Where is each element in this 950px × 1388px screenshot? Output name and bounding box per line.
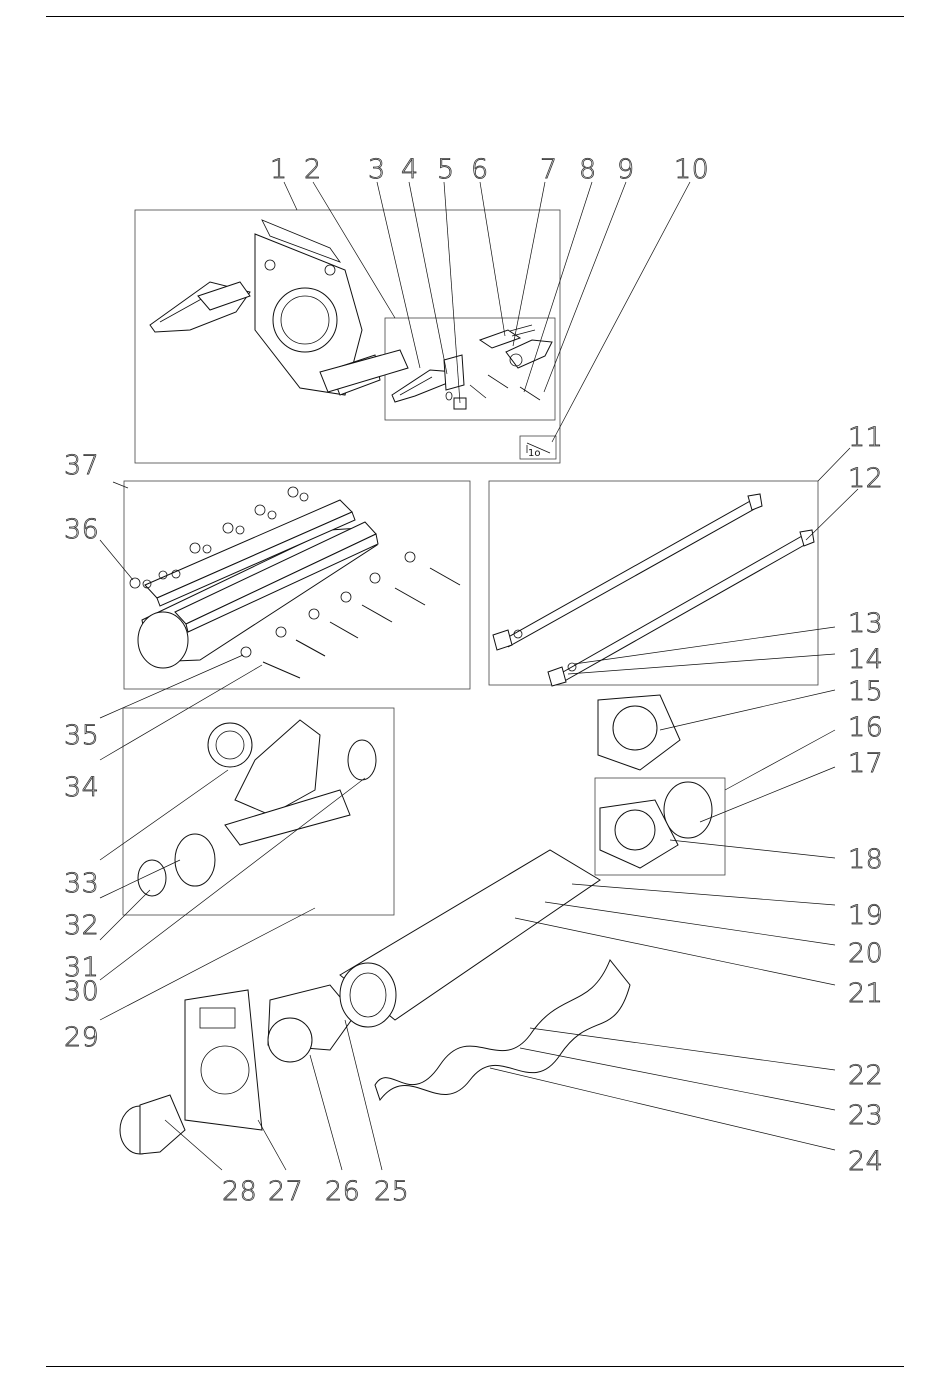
frame-group-2 bbox=[385, 318, 555, 420]
callout-17: 17 bbox=[848, 748, 883, 779]
callout-3: 3 bbox=[368, 154, 386, 185]
callout-37: 37 bbox=[64, 450, 99, 481]
callout-12: 12 bbox=[848, 463, 883, 494]
callout-36: 36 bbox=[64, 514, 99, 545]
callout-27: 27 bbox=[268, 1176, 303, 1207]
callout-29: 29 bbox=[64, 1022, 99, 1053]
callout-18: 18 bbox=[848, 844, 883, 875]
callout-35: 35 bbox=[64, 720, 99, 751]
callout-8: 8 bbox=[579, 154, 597, 185]
flanges-seals bbox=[268, 695, 712, 1062]
bracket-coupling bbox=[120, 990, 262, 1154]
callout-14: 14 bbox=[848, 644, 883, 675]
callout-24: 24 bbox=[848, 1146, 883, 1177]
callout-21: 21 bbox=[848, 978, 883, 1009]
callout-11: 11 bbox=[848, 422, 883, 453]
callout-28: 28 bbox=[222, 1176, 257, 1207]
callout-1: 1 bbox=[270, 154, 288, 185]
callout-19: 19 bbox=[848, 900, 883, 931]
callout-22: 22 bbox=[848, 1060, 883, 1091]
clevis-hardware-parts bbox=[392, 325, 552, 453]
callout-26: 26 bbox=[325, 1176, 360, 1207]
coupling-bracket-assembly bbox=[150, 220, 408, 395]
callout-9: 9 bbox=[617, 154, 635, 185]
callout-6: 6 bbox=[471, 154, 489, 185]
callout-2: 2 bbox=[304, 154, 322, 185]
callout-13: 13 bbox=[848, 608, 883, 639]
callout-16: 16 bbox=[848, 712, 883, 743]
callout-23: 23 bbox=[848, 1100, 883, 1131]
callout-31: 31 bbox=[64, 952, 99, 983]
callout-4: 4 bbox=[401, 154, 419, 185]
stator-pipe-rails bbox=[130, 487, 460, 678]
callout-33: 33 bbox=[64, 868, 99, 899]
callout-34: 34 bbox=[64, 772, 99, 803]
callout-7: 7 bbox=[540, 154, 558, 185]
tie-rods bbox=[493, 494, 814, 686]
callout-10: 10 bbox=[674, 154, 709, 185]
callout-15: 15 bbox=[848, 676, 883, 707]
frame-group-11 bbox=[489, 481, 818, 685]
callout-25: 25 bbox=[374, 1176, 409, 1207]
callout-32: 32 bbox=[64, 910, 99, 941]
stator-tube bbox=[340, 850, 600, 1027]
callout-5: 5 bbox=[437, 154, 455, 185]
inset-tag-10: 1o bbox=[528, 448, 540, 459]
callout-20: 20 bbox=[848, 938, 883, 969]
